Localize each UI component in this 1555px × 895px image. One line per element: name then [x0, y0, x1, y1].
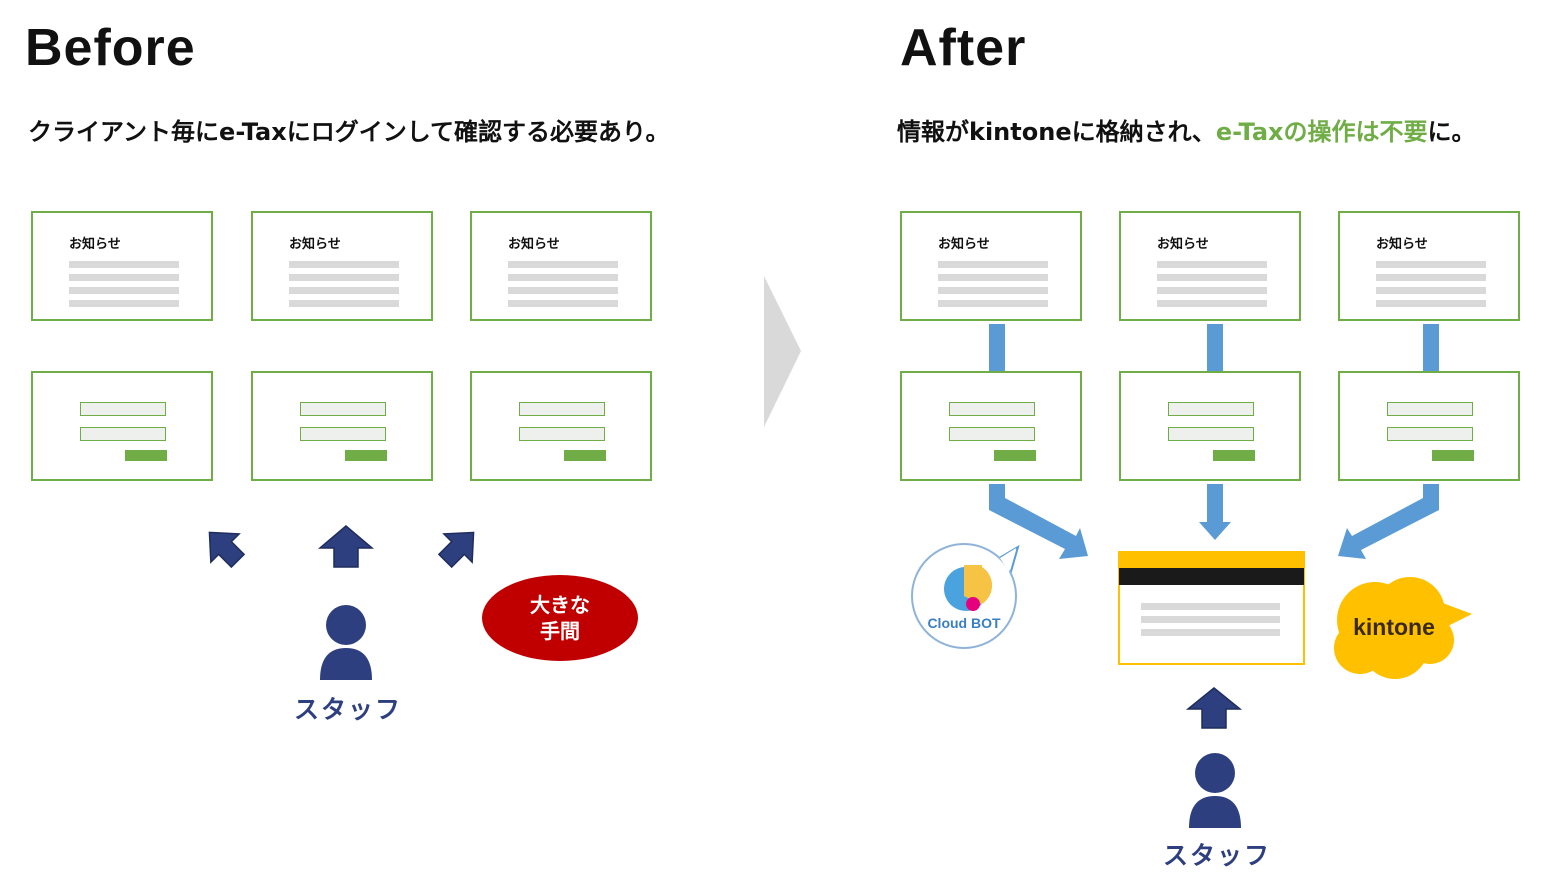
login-button [564, 450, 606, 461]
kintone-logo [1334, 577, 1472, 679]
before-staff-label: スタッフ [294, 695, 403, 724]
connector-arrow-left [989, 484, 1088, 559]
notice-card: お知らせ [900, 211, 1082, 321]
login-field [1168, 427, 1254, 441]
connector-arrow-right [1338, 484, 1439, 559]
after-staff-label: スタッフ [1163, 841, 1272, 870]
login-field [1387, 402, 1473, 416]
notice-card-title: お知らせ [289, 237, 341, 252]
notice-card-title: お知らせ [69, 237, 121, 252]
before-subtitle: クライアント毎にe-Taxにログインして確認する必要あり。 [28, 118, 670, 146]
callout-bubble [482, 575, 638, 661]
notice-card: お知らせ [31, 211, 213, 321]
login-field [1387, 427, 1473, 441]
login-field [949, 402, 1035, 416]
login-card [470, 371, 652, 481]
callout-line1: 大きな [530, 593, 590, 617]
login-field [80, 402, 166, 416]
up-right-arrow-icon [437, 531, 475, 569]
login-card [251, 371, 433, 481]
cloudbot-logo [911, 543, 1020, 649]
login-field [1168, 402, 1254, 416]
login-field [300, 427, 386, 441]
notice-card: お知らせ [251, 211, 433, 321]
kintone-record-card [1118, 551, 1305, 665]
notice-card: お知らせ [1119, 211, 1301, 321]
person-icon [1189, 753, 1241, 828]
callout-line2: 手間 [540, 619, 580, 643]
login-card [31, 371, 213, 481]
login-field [80, 427, 166, 441]
login-button [1432, 450, 1474, 461]
login-button [1213, 450, 1255, 461]
cloudbot-logo-text: Cloud BOT [927, 615, 1001, 631]
before-title: Before [25, 19, 196, 77]
login-field [519, 402, 605, 416]
callout-text: 大きな 手間 [482, 592, 638, 644]
login-card [900, 371, 1082, 481]
after-subtitle-part1: 情報がkintoneに格納され、 [897, 118, 1216, 146]
person-icon [320, 605, 372, 680]
login-button [994, 450, 1036, 461]
after-title: After [900, 19, 1027, 77]
up-left-arrow-icon [208, 531, 246, 569]
up-arrow-icon [317, 525, 375, 568]
after-subtitle: 情報がkintoneに格納され、e-Taxの操作は不要に。 [897, 112, 1476, 147]
kintone-logo-text: kintone [1353, 614, 1435, 640]
chevron-right-icon [764, 276, 801, 427]
after-subtitle-part3: に。 [1427, 118, 1476, 146]
notice-card-title: お知らせ [1157, 237, 1209, 252]
connector-arrow-center [1199, 484, 1231, 540]
after-subtitle-highlight: e-Taxの操作は不要 [1215, 118, 1428, 146]
login-field [949, 427, 1035, 441]
notice-card-title: お知らせ [1376, 237, 1428, 252]
notice-card-title: お知らせ [508, 237, 560, 252]
up-arrow-icon [1185, 687, 1243, 729]
login-card [1338, 371, 1520, 481]
notice-card-title: お知らせ [938, 237, 990, 252]
login-button [125, 450, 167, 461]
login-field [519, 427, 605, 441]
login-field [300, 402, 386, 416]
notice-card: お知らせ [470, 211, 652, 321]
notice-card: お知らせ [1338, 211, 1520, 321]
login-card [1119, 371, 1301, 481]
login-button [345, 450, 387, 461]
